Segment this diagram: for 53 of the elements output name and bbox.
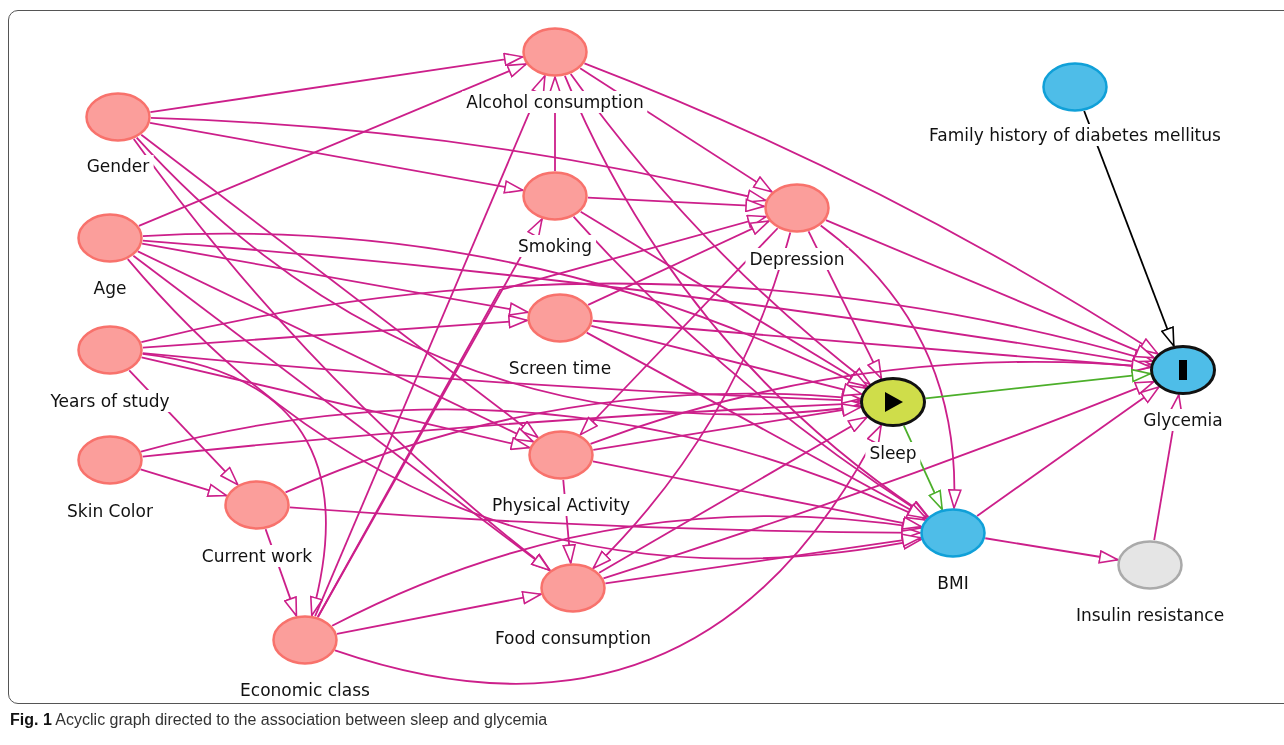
arrow [592, 231, 792, 570]
arrow [590, 325, 863, 397]
arrow [141, 352, 327, 617]
arrow [824, 219, 1156, 359]
arrow [139, 468, 228, 497]
arrow [140, 282, 1154, 364]
arrow [984, 537, 1119, 564]
arrow [602, 380, 1155, 580]
arrow [819, 224, 961, 509]
arrow [583, 62, 1159, 355]
arrow [149, 121, 524, 194]
arrow [976, 386, 1160, 517]
arrow [569, 73, 871, 386]
arrow [572, 215, 929, 518]
arrow [284, 390, 862, 494]
arrow [132, 138, 551, 572]
arrow [589, 359, 1152, 445]
arrow [579, 210, 869, 388]
arrow [141, 314, 529, 349]
arrow [604, 533, 922, 585]
arrow [924, 368, 1152, 400]
arrow [135, 136, 862, 416]
arrow [132, 254, 551, 572]
arrow [334, 424, 883, 685]
arrow [141, 239, 1152, 369]
arrow [564, 74, 929, 518]
arrow [140, 408, 926, 521]
arrow [126, 258, 922, 559]
arrow [149, 52, 524, 114]
arrow [140, 133, 539, 439]
arrow [142, 232, 867, 389]
node-label: Alcohol consumption [462, 91, 648, 113]
arrow [1083, 110, 1175, 347]
arrow [598, 416, 868, 574]
node-label: Depression [745, 248, 849, 270]
arrow [587, 220, 770, 306]
figure-caption: Fig. 1 Acyclic graph directed to the association between sleep and glycemia [10, 711, 548, 729]
node-label: Sleep [865, 442, 921, 464]
arrow [587, 196, 765, 213]
arrow [331, 515, 922, 627]
arrow [140, 356, 531, 451]
arrow [336, 590, 542, 635]
arrow [592, 460, 922, 530]
arrow [150, 117, 767, 203]
arrow [141, 242, 529, 316]
arrow [579, 227, 779, 436]
arrow [288, 506, 921, 540]
arrow [314, 74, 546, 618]
arrow [136, 250, 535, 443]
arrow [138, 63, 527, 227]
arrow [585, 331, 928, 520]
arrow [592, 403, 862, 451]
arrow [316, 214, 767, 618]
